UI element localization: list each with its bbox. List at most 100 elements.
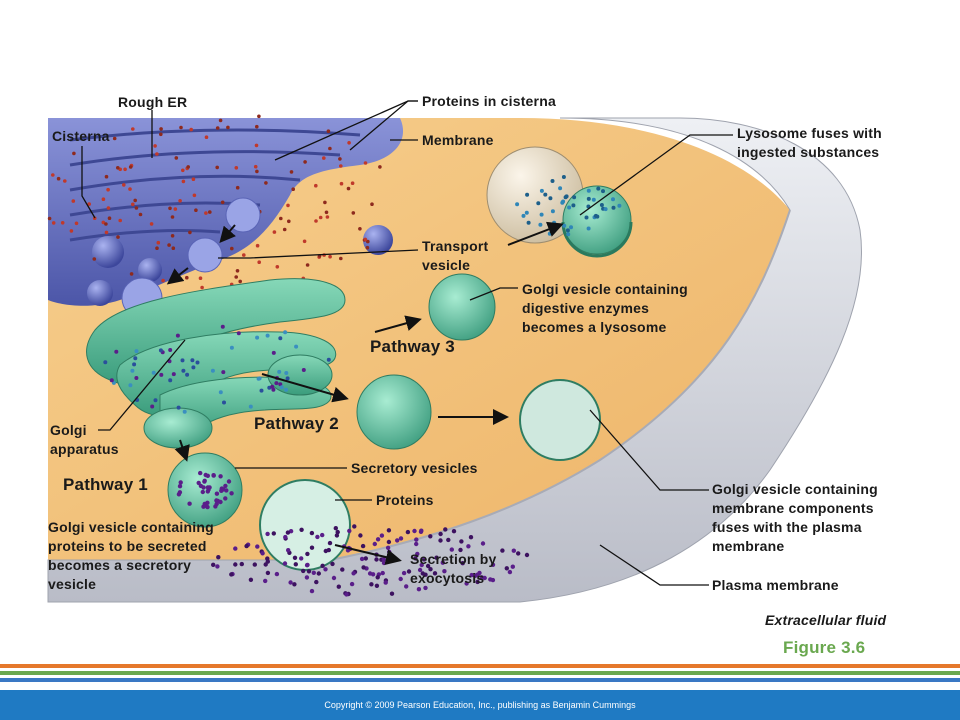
speckle-dot: [235, 185, 240, 190]
speckle-dot: [293, 562, 298, 567]
speckle-dot: [299, 527, 304, 532]
speckle-dot: [192, 193, 197, 198]
speckle-dot: [303, 160, 307, 164]
secretory-vesicle-fusing: [259, 479, 351, 571]
speckle-dot: [229, 491, 234, 496]
speckle-dot: [314, 579, 319, 585]
speckle-dot: [292, 582, 297, 587]
speckle-dot: [182, 409, 187, 414]
pathway-2-label: Pathway 2: [254, 414, 339, 433]
speckle-dot: [366, 239, 370, 244]
speckle-dot: [385, 545, 391, 550]
speckle-dot: [339, 181, 344, 186]
speckle-dot: [327, 540, 333, 546]
speckle-dot: [351, 571, 356, 576]
speckle-dot: [69, 229, 74, 233]
speckle-dot: [236, 331, 241, 336]
secretion-exocytosis-label: Secretion by exocytosis: [410, 551, 497, 586]
speckle-dot: [386, 528, 392, 533]
speckle-dot: [380, 570, 385, 576]
speckle-dot: [482, 575, 487, 581]
speckle-dot: [215, 165, 219, 170]
speckle-dot: [565, 228, 570, 233]
speckle-dot: [347, 528, 352, 534]
speckle-dot: [202, 479, 207, 484]
speckle-dot: [51, 173, 55, 177]
speckle-dot: [277, 369, 282, 374]
speckle-dot: [288, 580, 293, 585]
speckle-dot: [350, 181, 355, 185]
transport-vesicle: [187, 237, 223, 273]
lysosome-fuses-label: Lysosome fuses with ingested substances: [737, 125, 882, 160]
speckle-dot: [107, 216, 112, 220]
speckle-dot: [336, 584, 341, 589]
speckle-dot: [309, 588, 315, 594]
speckle-dot: [603, 207, 608, 212]
speckle-dot: [550, 209, 555, 214]
speckle-dot: [167, 243, 171, 247]
speckle-dot: [299, 556, 304, 561]
speckle-dot: [446, 537, 451, 543]
speckle-dot: [417, 567, 423, 573]
speckle-dot: [260, 551, 265, 556]
speckle-dot: [204, 211, 208, 215]
speckle-dot: [275, 265, 280, 269]
speckle-dot: [254, 124, 259, 129]
speckle-dot: [218, 118, 223, 123]
speckle-dot: [323, 548, 328, 554]
speckle-dot: [104, 222, 108, 226]
speckle-dot: [194, 208, 198, 212]
speckle-dot: [263, 578, 268, 584]
pathway-3-label: Pathway 3: [370, 337, 455, 356]
speckle-dot: [187, 501, 192, 506]
speckle-dot: [185, 372, 190, 377]
secretory-vesicle: [167, 452, 243, 528]
speckle-dot: [223, 496, 228, 501]
speckle-dot: [334, 533, 340, 538]
speckle-dot: [92, 216, 97, 220]
speckle-dot: [205, 485, 211, 490]
speckle-dot: [254, 143, 259, 148]
speckle-dot: [191, 365, 196, 370]
speckle-dot: [257, 376, 262, 381]
speckle-dot: [153, 144, 157, 148]
speckle-dot: [434, 555, 439, 560]
speckle-dot: [311, 570, 316, 575]
speckle-dot: [515, 202, 520, 207]
speckle-dot: [367, 571, 373, 576]
speckle-dot: [238, 279, 242, 284]
speckle-dot: [363, 556, 368, 561]
speckle-dot: [176, 405, 181, 410]
golgi-protein-dots: [103, 324, 331, 414]
speckle-dot: [151, 370, 156, 375]
speckle-dot: [464, 581, 469, 586]
speckle-dot: [233, 546, 238, 551]
speckle-dot: [539, 212, 544, 217]
speckle-dot: [374, 557, 379, 562]
speckle-dot: [365, 245, 370, 250]
speckle-dot: [239, 561, 244, 567]
speckle-dot: [369, 582, 374, 587]
speckle-dot: [265, 570, 271, 576]
speckle-dot: [255, 335, 260, 340]
speckle-dot: [586, 226, 591, 231]
speckle-dot: [468, 535, 474, 540]
speckle-dot: [278, 336, 283, 341]
speckle-dot: [123, 167, 127, 172]
speckle-dot: [324, 210, 329, 215]
speckle-dot: [233, 562, 238, 567]
speckle-dot: [432, 571, 438, 576]
speckle-dot: [132, 362, 137, 367]
speckle-dot: [386, 539, 392, 545]
speckle-dot: [72, 151, 76, 156]
golgi-apparatus: [86, 278, 346, 449]
speckle-dot: [155, 246, 159, 250]
speckle-dot: [423, 585, 428, 591]
speckle-dot: [149, 222, 154, 226]
speckle-dot: [203, 472, 208, 478]
speckle-dot: [265, 559, 270, 564]
speckle-dot: [572, 195, 577, 200]
speckle-dot: [525, 192, 530, 197]
speckle-dot: [181, 179, 186, 184]
speckle-dot: [419, 528, 424, 533]
